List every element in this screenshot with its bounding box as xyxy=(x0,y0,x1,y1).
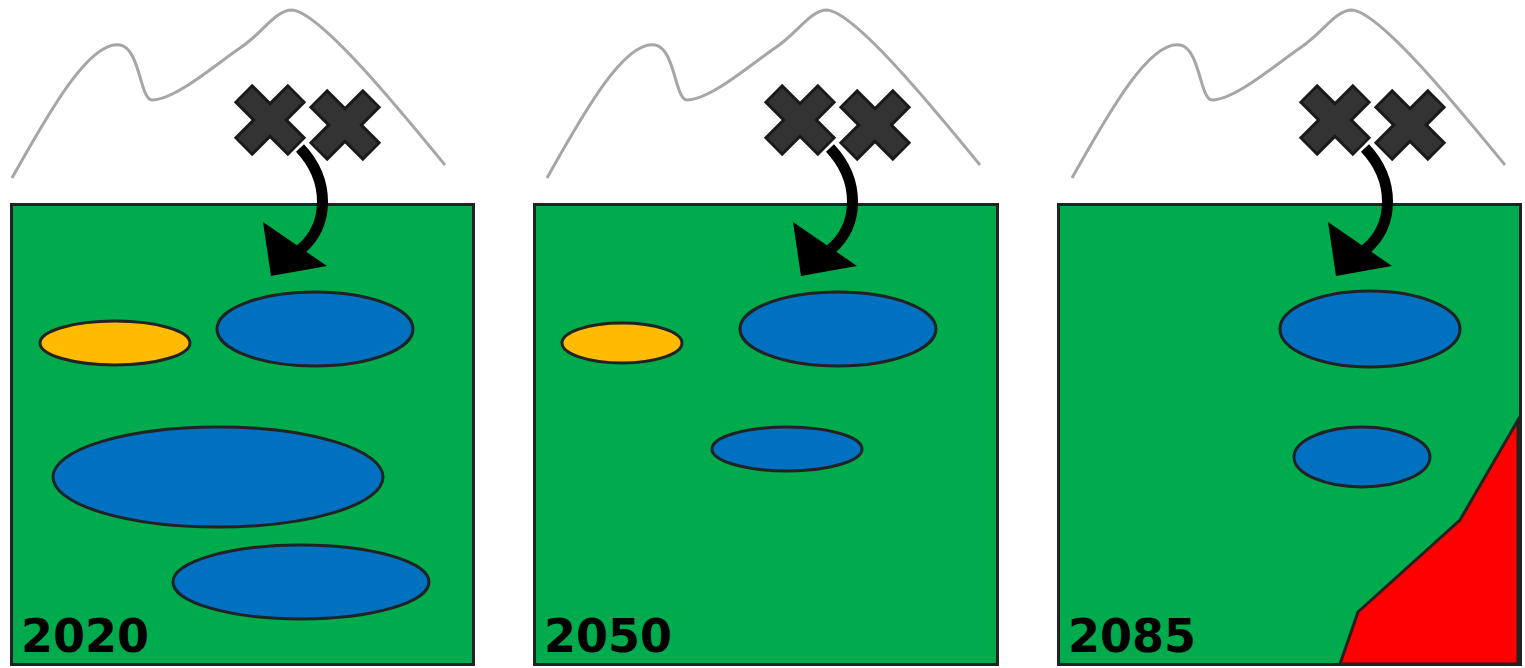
year-label: 2020 xyxy=(21,613,149,659)
panel-2050-art xyxy=(547,10,980,471)
year-label: 2085 xyxy=(1068,613,1196,659)
panel-2020-art xyxy=(12,10,445,619)
panel-2085-art xyxy=(1072,10,1518,664)
year-label: 2050 xyxy=(544,613,672,659)
map-panel: 2085 xyxy=(1057,203,1522,666)
map-panel: 2050 xyxy=(533,203,999,666)
map-panel: 2020 xyxy=(10,203,475,666)
